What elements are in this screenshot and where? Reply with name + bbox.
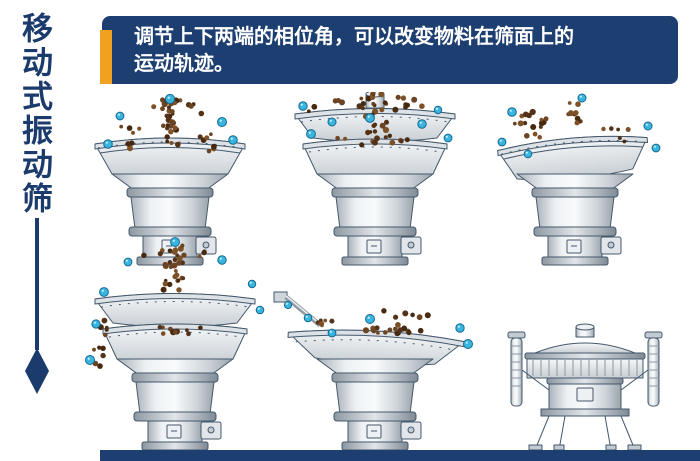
machine-double-deck-top-feed <box>294 92 456 266</box>
banner-line-2: 运动轨迹。 <box>134 53 234 75</box>
banner-line-1: 调节上下两端的相位角，可以改变物料在筛面上的 <box>134 26 574 48</box>
bottom-bar <box>100 450 700 461</box>
machine-single-deck-fountain <box>94 137 246 266</box>
feed-lance <box>273 291 322 327</box>
machine-frame-mounted <box>507 323 663 451</box>
machine-double-deck-overflow <box>94 293 256 451</box>
machine-tilted-deck <box>496 131 651 266</box>
machine-wide-deck-side-feed <box>286 325 465 451</box>
arrow-stem <box>35 218 39 350</box>
banner-text: 调节上下两端的相位角，可以改变物料在筛面上的 运动轨迹。 <box>134 24 664 78</box>
banner: 调节上下两端的相位角，可以改变物料在筛面上的 运动轨迹。 <box>100 16 678 84</box>
banner-accent-bar <box>100 30 112 84</box>
material-particles <box>85 92 661 369</box>
arrow-diamond-icon <box>25 348 49 394</box>
sieve-illustrations <box>85 92 663 451</box>
page-title: 移动式振动筛 <box>17 12 52 216</box>
